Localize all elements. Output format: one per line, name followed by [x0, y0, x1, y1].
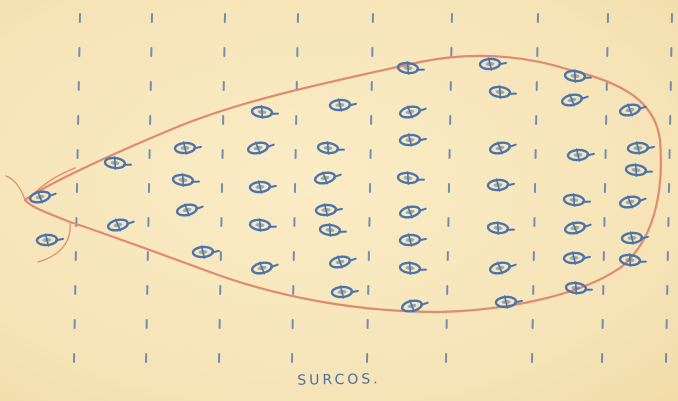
plant-mark — [622, 231, 649, 245]
plant-mark — [628, 141, 655, 155]
plant-mark — [249, 218, 276, 233]
plant-mark — [561, 91, 589, 108]
plant-mark — [399, 203, 427, 220]
plant-mark — [563, 193, 590, 208]
plant-mark — [400, 233, 427, 247]
plant-mark — [319, 223, 346, 238]
plant-mark — [397, 61, 424, 76]
plant-mark — [37, 233, 64, 247]
plant-mark — [619, 193, 647, 210]
plant-mark — [251, 105, 278, 120]
plant-mark — [399, 103, 427, 120]
plant-mark — [625, 163, 652, 178]
plant-mark — [489, 259, 517, 276]
furrow-line — [219, 14, 225, 362]
plant-mark — [568, 148, 595, 162]
plant-mark — [107, 216, 135, 233]
field-outline — [25, 56, 661, 312]
furrow-line — [532, 14, 538, 362]
furrow-line — [602, 14, 608, 362]
plant-mark — [251, 259, 279, 276]
plant-mark — [316, 203, 343, 217]
plant-mark — [330, 98, 357, 112]
plant-mark — [564, 69, 591, 84]
plant-mark — [332, 285, 359, 299]
plant-mark — [488, 178, 515, 192]
furrow-line — [146, 14, 152, 362]
plant-marks — [29, 57, 654, 314]
plant-mark — [397, 171, 424, 186]
plant-mark — [489, 85, 516, 100]
furrow-line — [292, 14, 298, 362]
plant-mark — [247, 139, 275, 156]
plant-mark — [480, 57, 507, 71]
plant-mark — [172, 173, 199, 188]
plant-mark — [564, 219, 592, 236]
plant-mark — [487, 221, 514, 236]
plant-mark — [400, 133, 427, 147]
plant-mark — [176, 201, 204, 218]
plant-mark — [565, 281, 592, 296]
furrow-line — [74, 14, 80, 362]
plant-mark — [329, 253, 357, 270]
plant-mark — [564, 251, 591, 265]
plant-mark — [175, 141, 202, 155]
plant-mark — [314, 169, 342, 186]
plant-mark — [489, 139, 517, 156]
plant-mark — [29, 188, 57, 205]
plant-mark — [104, 156, 131, 171]
plant-mark — [250, 180, 277, 194]
furrow-line — [666, 14, 672, 362]
outline-tail-left — [6, 176, 25, 200]
plant-mark — [496, 295, 523, 309]
plant-mark — [317, 141, 344, 156]
furrow-line — [446, 14, 452, 362]
plant-mark — [399, 261, 426, 276]
plant-mark — [193, 245, 220, 259]
